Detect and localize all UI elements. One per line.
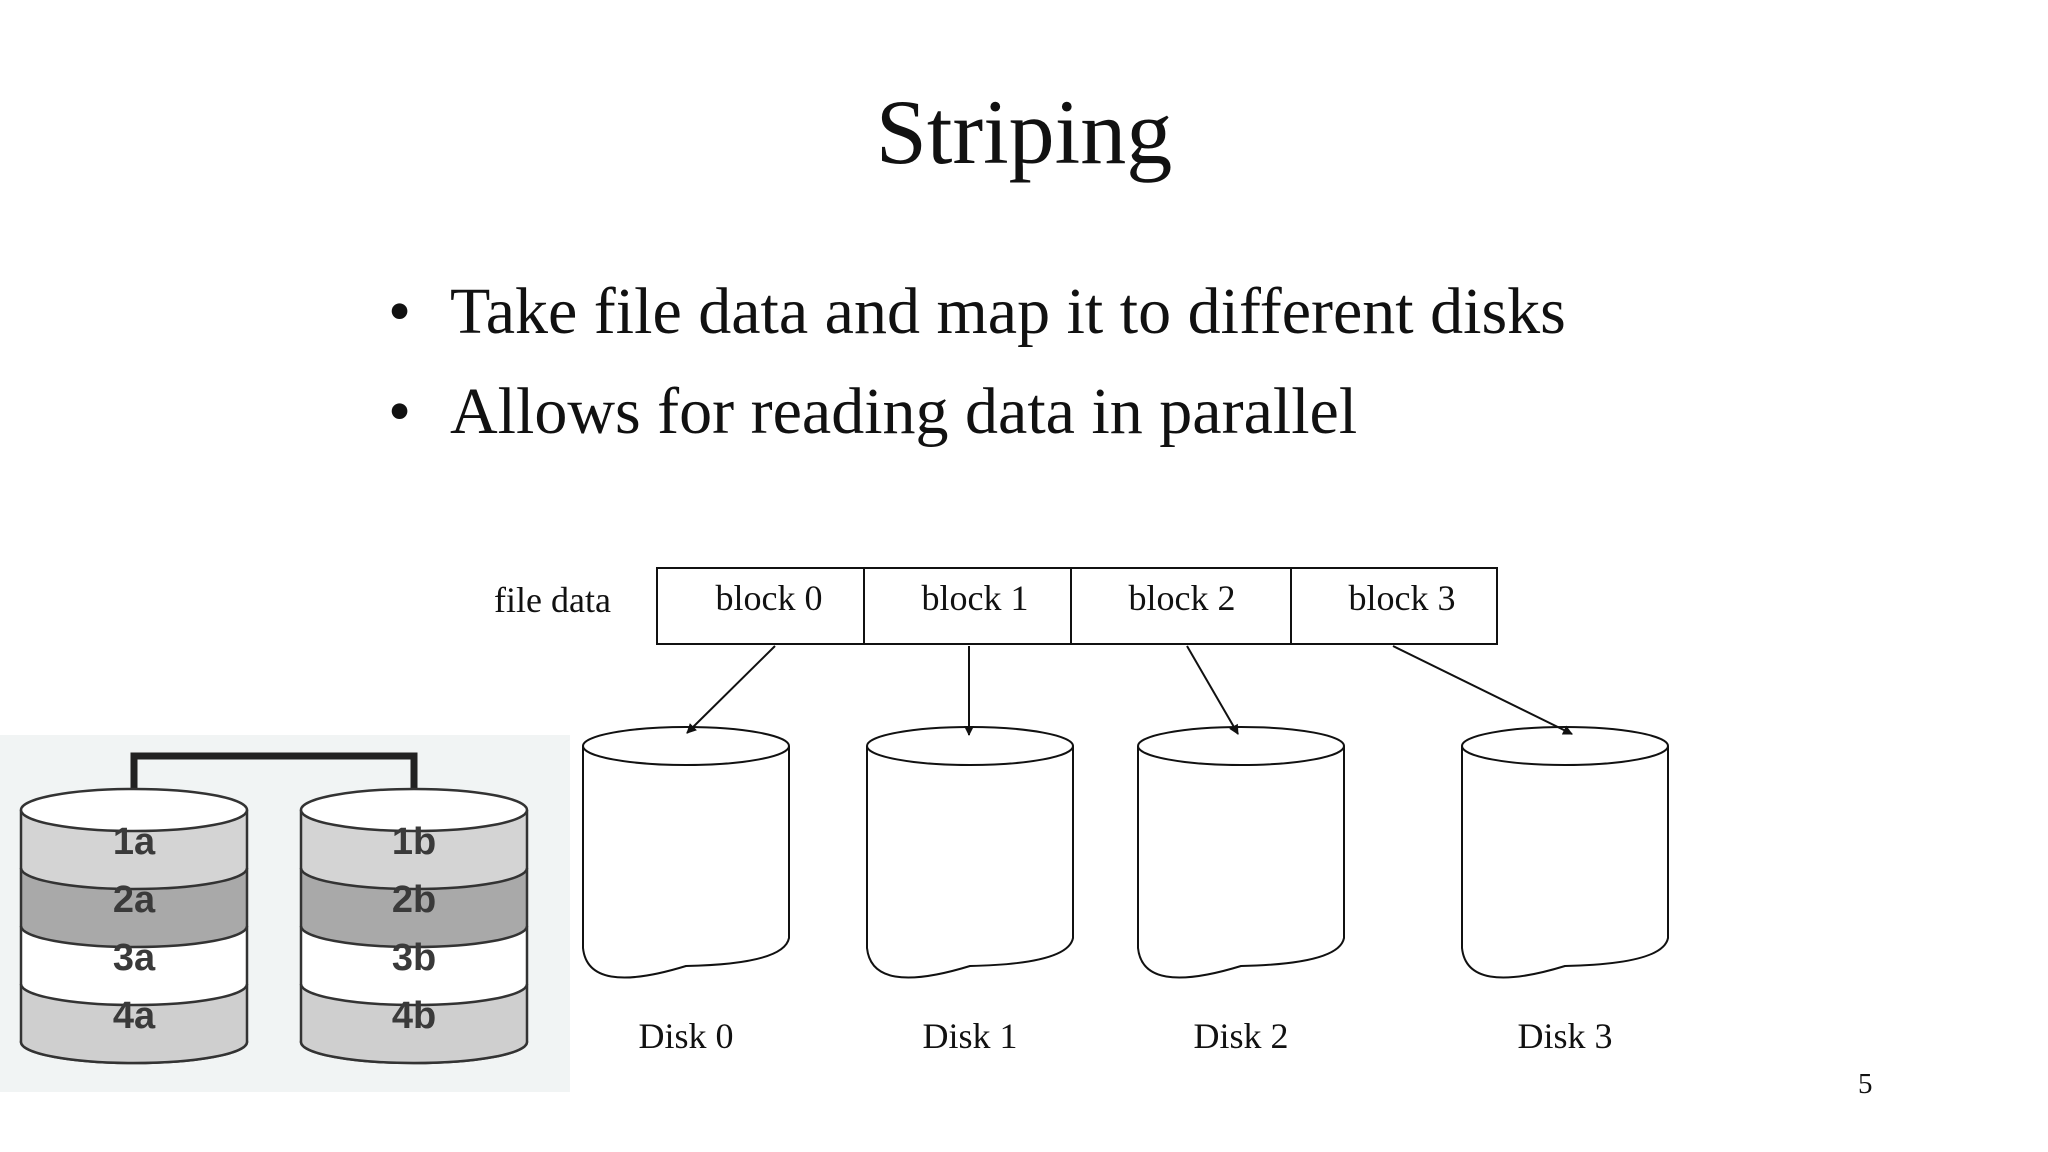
cylinder-body [1137, 746, 1345, 979]
bullet-list: • Take file data and map it to different… [388, 262, 1566, 462]
stripe-label: 4a [113, 995, 156, 1037]
stripe-label: 1a [113, 821, 156, 863]
bullet-item: • Allows for reading data in parallel [388, 362, 1566, 462]
cylinder-top [582, 726, 790, 766]
disk-band-edge [299, 983, 529, 1007]
bullet-text: Take file data and map it to different d… [450, 275, 1566, 348]
disk-cylinders [582, 726, 1669, 979]
bullet-item: • Take file data and map it to different… [388, 262, 1566, 362]
disk-cylinder [1461, 726, 1669, 979]
stripe-label: 4b [392, 995, 436, 1037]
bullet-text: Allows for reading data in parallel [450, 375, 1358, 448]
disk-label: Disk 2 [1193, 1016, 1288, 1056]
stripe-label: 3b [392, 937, 436, 979]
disk-band-edge [299, 925, 529, 949]
disk-label: Disk 0 [638, 1016, 733, 1056]
disk-label: Disk 1 [922, 1016, 1017, 1056]
disk-band-edge [19, 983, 249, 1007]
arrow-block0-disk0 [686, 645, 776, 734]
cylinder-top [1137, 726, 1345, 766]
bullet-glyph: • [388, 275, 412, 348]
disk-band-edge [299, 867, 529, 891]
disk-band-edge [299, 1041, 529, 1065]
disk-cylinder [582, 726, 790, 979]
file-data-label: file data [494, 580, 611, 620]
cylinder-top [1461, 726, 1669, 766]
disk-top [19, 787, 249, 833]
block-label: block 1 [922, 578, 1029, 618]
raid-disk-right: 1b 2b 3b 4b [299, 787, 529, 1065]
bullet-glyph: • [388, 375, 412, 448]
file-data-blocks: block 0 block 1 block 2 block 3 [656, 567, 1498, 645]
stripe-label: 2b [392, 879, 436, 921]
slide-title: Striping [875, 81, 1173, 183]
connector-bracket [130, 752, 418, 810]
mapping-arrows [686, 645, 1573, 736]
disk-band-edge [19, 1041, 249, 1065]
disk-band-edge [19, 867, 249, 891]
stripe-label: 2a [113, 879, 156, 921]
disk-cylinder [866, 726, 1074, 979]
stripe-label: 3a [113, 937, 156, 979]
disk-label: Disk 3 [1517, 1016, 1612, 1056]
disk-top [299, 787, 529, 833]
cylinder-body [582, 746, 790, 979]
cylinder-body [866, 746, 1074, 979]
block-label: block 3 [1349, 578, 1456, 618]
cylinder-body [1461, 746, 1669, 979]
block-row-outline [656, 567, 1498, 645]
arrow-block2-disk2 [1186, 645, 1239, 735]
disk-band-edge [19, 925, 249, 949]
block-label: block 0 [716, 578, 823, 618]
arrow-block3-disk3 [1392, 645, 1573, 735]
block-label: block 2 [1129, 578, 1236, 618]
slide-number: 5 [1858, 1068, 1873, 1100]
raid-disk-left: 1a 2a 3a 4a [19, 787, 249, 1065]
stripe-label: 1b [392, 821, 436, 863]
raid0-illustration: 1a 2a 3a 4a 1b 2b 3b 4b [0, 735, 570, 1092]
disk-cylinder [1137, 726, 1345, 979]
